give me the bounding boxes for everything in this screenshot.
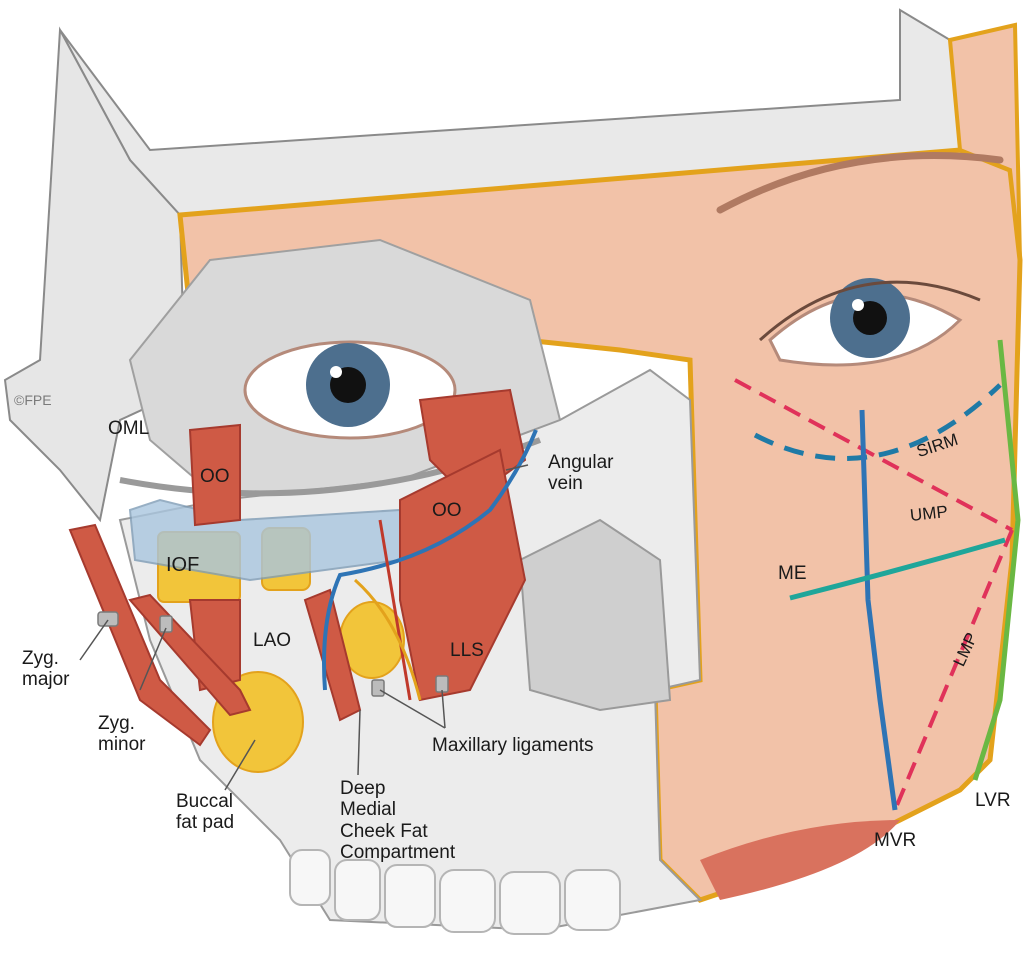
angular-vein [322,429,538,691]
lmp-line [893,529,1014,811]
sirm-line [753,383,1002,461]
right-eye [758,278,981,367]
label-lao: LAO [253,630,292,651]
teeth [289,849,621,935]
nasal-aperture [518,518,672,712]
label-iof: IOF [166,554,200,576]
label-maxillary-ligaments: Maxillary ligaments [432,735,594,756]
forehead-skin [947,22,1022,261]
label-zyg-minor: Zyg. minor [98,713,146,756]
lvr-line [972,339,1021,781]
me-line [789,537,1006,601]
leader-lines [79,464,529,791]
facial-artery [378,519,412,701]
label-deep-medial-cheek: Deep Medial Cheek Fat Compartment [340,778,456,863]
label-lvr: LVR [975,790,1011,811]
label-lls: LLS [450,640,484,661]
label-oo-left: OO [200,466,230,487]
right-eyebrow [716,152,1004,214]
left-eye [243,340,457,440]
label-ump: UMP [909,502,949,525]
label-mvr: MVR [874,830,917,851]
label-me: ME [778,563,807,584]
label-zyg-major: Zyg. major [22,648,70,691]
mvr-line [859,409,898,811]
label-oml: OML [108,418,150,439]
label-oo-right: OO [432,500,462,521]
upper-lip [700,820,900,900]
yellow-nerve [354,578,422,701]
ump-line [734,378,1013,532]
label-buccal-fat-pad: Buccal fat pad [176,791,235,834]
watermark: ©FPE [14,392,52,408]
label-angular-vein: Angular vein [548,452,614,495]
muscles [68,388,527,747]
